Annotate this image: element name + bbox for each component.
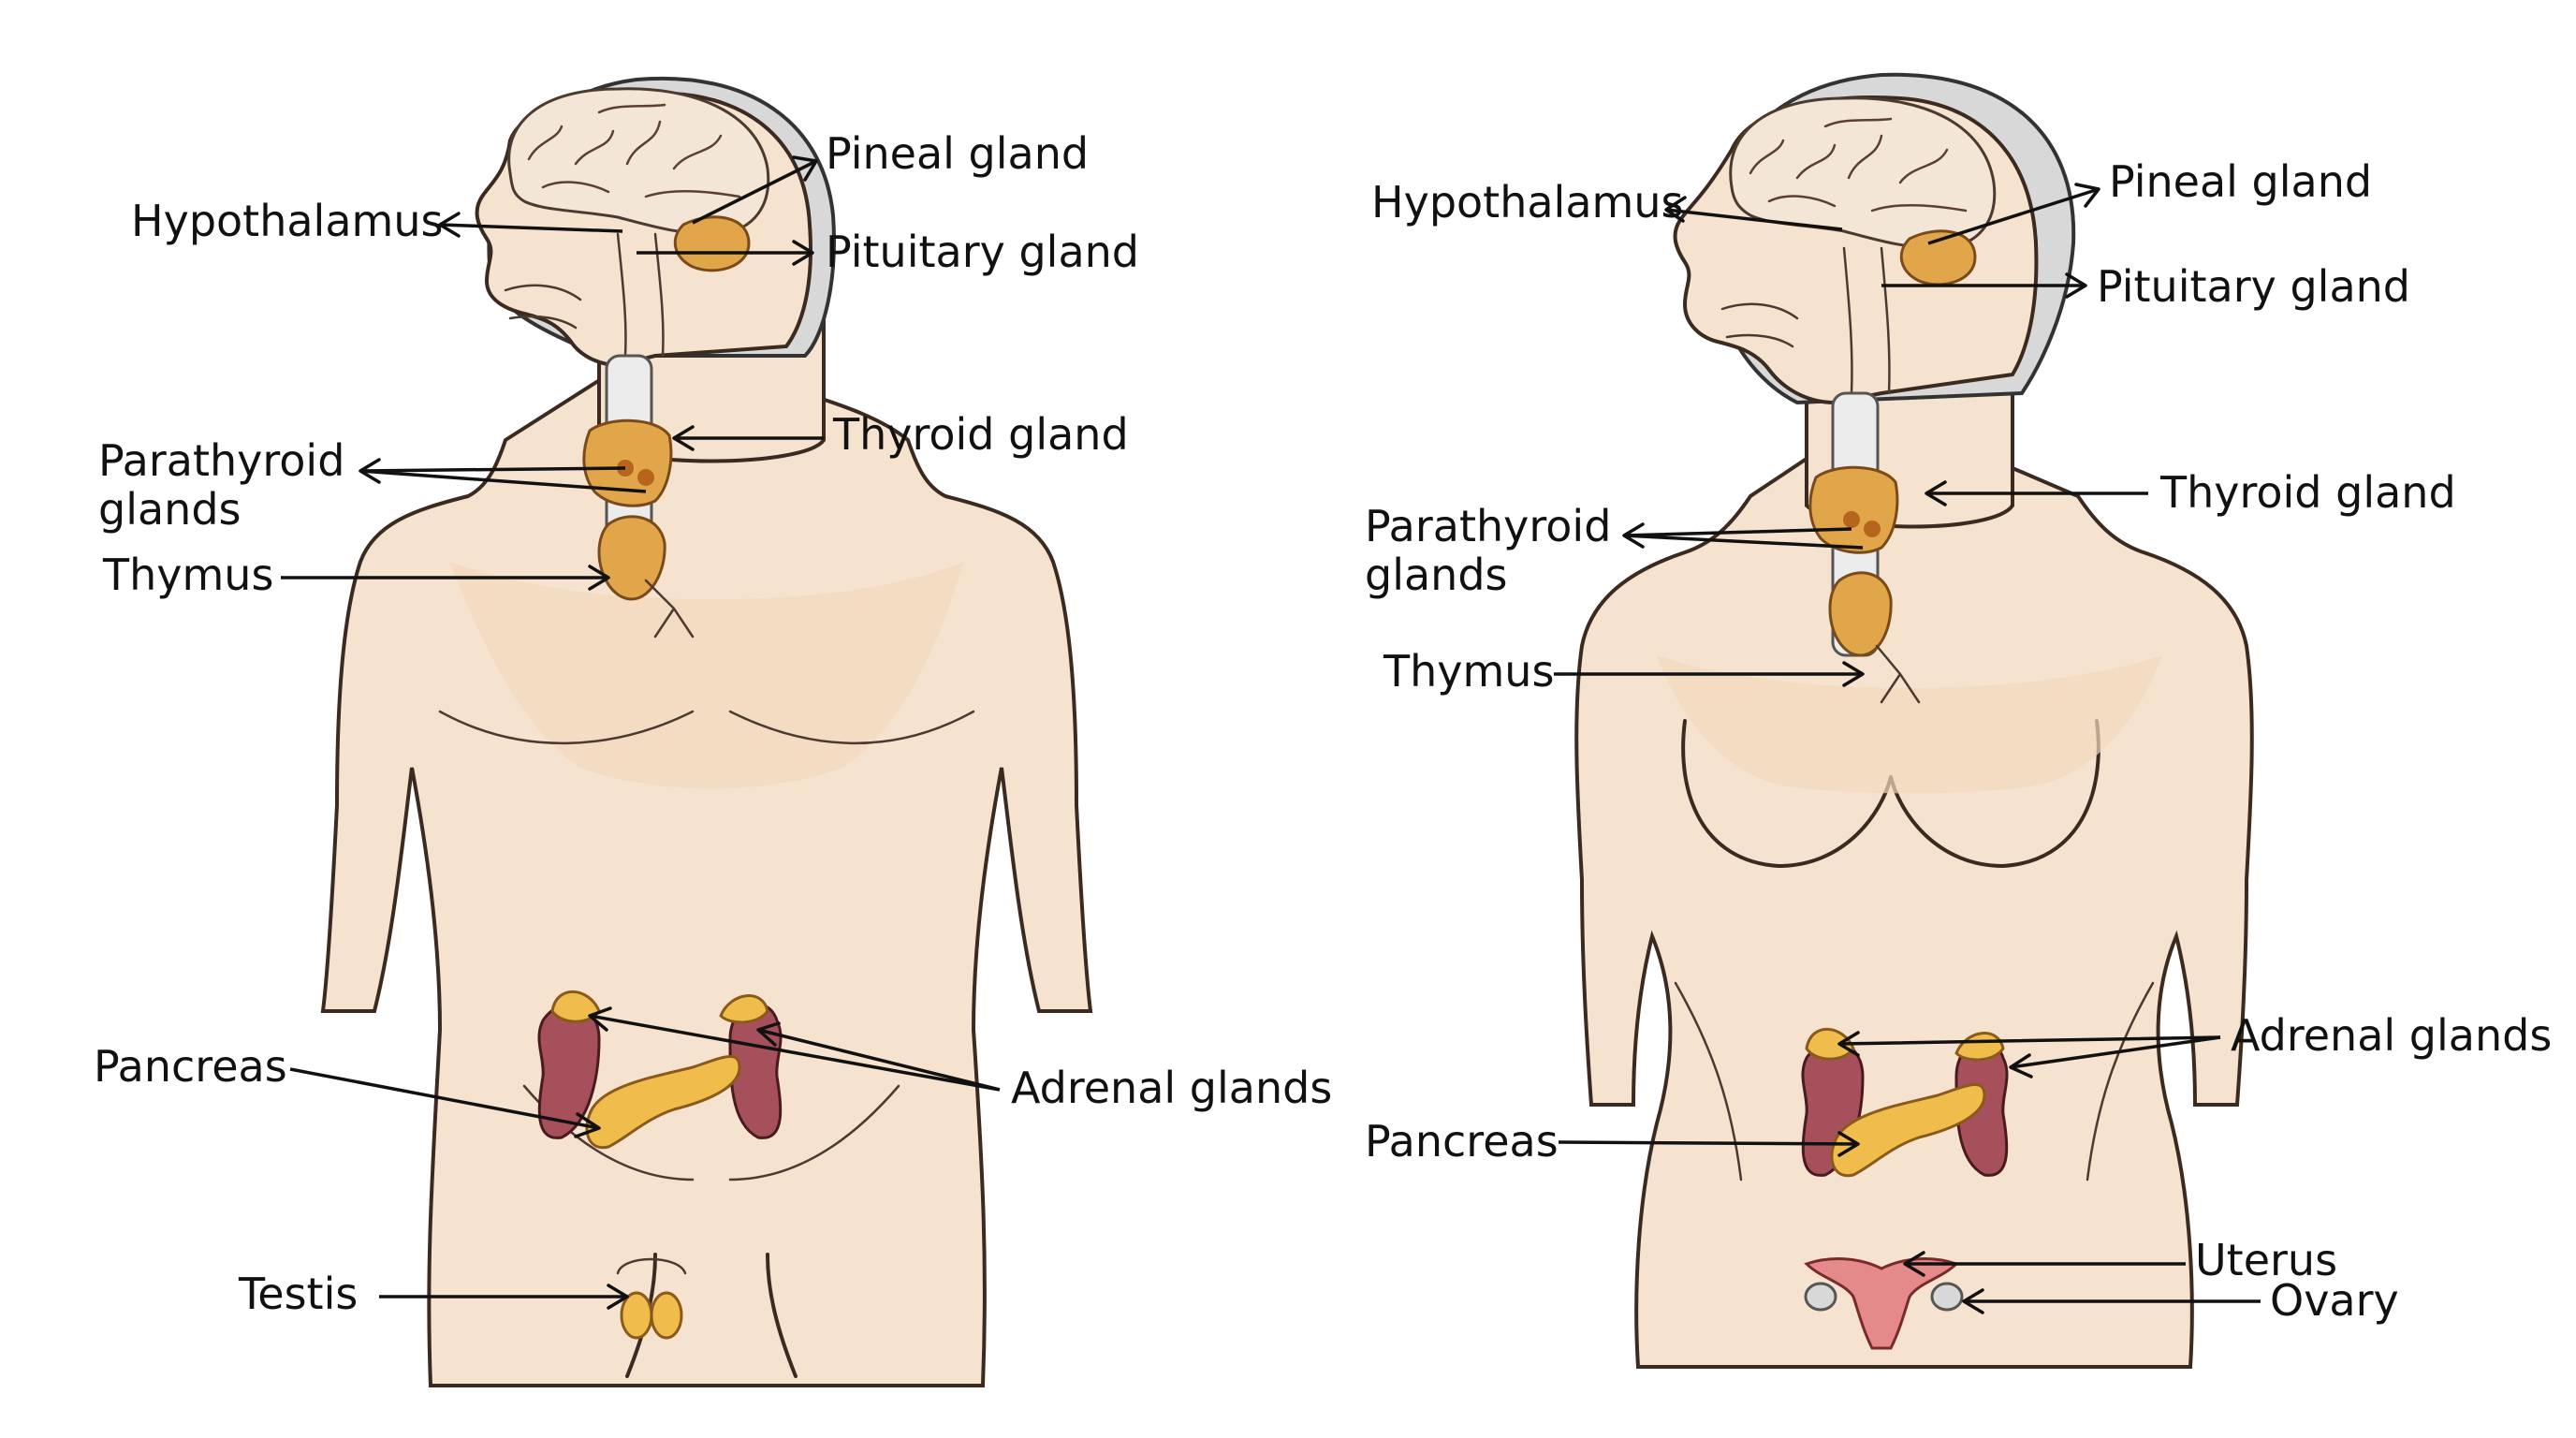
female-ovary-right (1930, 1282, 1964, 1312)
female-arrow-ovary (1962, 1288, 1984, 1314)
male-chest-line (438, 710, 695, 744)
male-leader-parathyroid (359, 466, 647, 493)
male-leader-hypothalamus (439, 223, 623, 233)
female-body-shading (1657, 655, 2162, 794)
female-label-thyroid: Thyroid gland (2159, 467, 2456, 518)
male-thymus (597, 515, 666, 601)
female-arrow-thymus (1842, 661, 1865, 687)
female-arrow-thyroid (1925, 480, 1947, 506)
female-parathyroid-2 (1864, 521, 1881, 537)
male-bronchi (644, 579, 695, 638)
female-arrow-parathyroid (1622, 522, 1645, 549)
male-brain (507, 87, 770, 236)
male-label-hypothalamus: Hypothalamus (131, 196, 443, 246)
male-parathyroid-2 (637, 469, 654, 486)
female-mouth (1720, 302, 1799, 348)
male-pancreas (585, 1054, 741, 1150)
female-label-ovary: Ovary (2270, 1275, 2399, 1326)
female-body-outline (1574, 438, 2254, 1369)
male-testis-right (650, 1291, 683, 1340)
male-hip-line-2 (728, 1084, 900, 1181)
female-waist-line-2 (2086, 981, 2155, 1181)
male-figure (320, 76, 1093, 1387)
male-leader-adrenal (589, 1014, 1001, 1092)
male-leader-pancreas (289, 1067, 600, 1130)
male-arrow-testis (607, 1284, 629, 1310)
male-label-adrenal: Adrenal glands (1011, 1063, 1332, 1113)
male-leader-pineal (692, 159, 817, 225)
female-label-parathyroid-2: glands (1365, 550, 1508, 600)
male-arrow-pituitary (792, 240, 814, 266)
female-label-uterus: Uterus (2195, 1235, 2337, 1285)
female-figure (1574, 72, 2254, 1369)
male-arrow-pancreas (574, 1112, 601, 1138)
female-arrow-pituitary (2065, 272, 2087, 299)
male-arrow-pineal (792, 155, 818, 182)
male-arrow-thymus (588, 565, 610, 591)
female-leader-adrenal (1838, 1035, 2221, 1069)
male-label-parathyroid-2: glands (98, 484, 242, 535)
female-waist-line (1674, 981, 1743, 1181)
female-label-pineal: Pineal gland (2109, 156, 2372, 207)
male-brain-folds (527, 103, 741, 198)
female-leader-hypothalamus (1665, 208, 1843, 231)
male-body-shading (449, 562, 964, 789)
male-label-pituitary: Pituitary gland (826, 227, 1139, 277)
male-label-testis: Testis (238, 1269, 358, 1319)
female-label-thymus: Thymus (1383, 646, 1554, 697)
female-arrow-adrenal-left (1837, 1031, 1860, 1057)
female-arrow-adrenal-right (2009, 1053, 2033, 1078)
male-label-parathyroid-1: Parathyroid (98, 435, 344, 486)
male-cerebellum (673, 215, 751, 272)
female-uterus (1804, 1257, 1959, 1350)
female-label-parathyroid-1: Parathyroid (1365, 501, 1611, 551)
female-thyroid (1808, 465, 1899, 554)
female-leader-pancreas (1558, 1140, 1859, 1146)
female-cerebellum (1899, 229, 1977, 286)
female-labels: Hypothalamus Pineal gland Pituitary glan… (1365, 156, 2552, 1326)
male-arrow-hypothalamus (438, 212, 461, 238)
male-arrow-adrenal-right (756, 1021, 781, 1047)
male-chest-line-2 (728, 710, 975, 745)
female-airway (1842, 246, 1891, 395)
female-parathyroid-1 (1843, 511, 1860, 528)
male-body-outline (320, 373, 1093, 1387)
female-leader-parathyroid (1623, 527, 1864, 550)
female-ovary-left (1804, 1282, 1837, 1312)
female-leader-pineal (1927, 187, 2100, 245)
female-arrow-hypothalamus (1664, 196, 1687, 223)
female-pancreas (1830, 1082, 1986, 1178)
male-label-pancreas: Pancreas (94, 1041, 287, 1092)
female-adrenal-left (1805, 1027, 1855, 1061)
female-label-pancreas: Pancreas (1365, 1116, 1559, 1167)
male-adrenal-right (719, 994, 769, 1024)
male-testis-left (620, 1291, 653, 1340)
female-brain-folds (1749, 117, 1968, 213)
female-bronchi (1875, 644, 1921, 704)
female-label-pituitary: Pituitary gland (2097, 261, 2410, 312)
female-arrow-pineal (2074, 183, 2100, 208)
male-arrow-thyroid (672, 425, 695, 451)
male-mouth (504, 284, 582, 330)
male-arrow-adrenal-left (588, 1006, 612, 1032)
male-label-thyroid: Thyroid gland (832, 409, 1129, 460)
male-label-pineal: Pineal gland (826, 128, 1089, 179)
male-arrow-parathyroid (359, 458, 381, 484)
male-labels: Pineal gland Hypothalamus Pituitary glan… (94, 128, 1332, 1319)
female-arrow-uterus (1903, 1251, 1925, 1277)
male-label-thymus: Thymus (102, 550, 273, 600)
female-arrow-pancreas (1837, 1131, 1860, 1157)
female-thymus (1828, 571, 1893, 657)
female-label-hypothalamus: Hypothalamus (1371, 177, 1683, 227)
female-label-adrenal: Adrenal glands (2231, 1010, 2552, 1061)
male-airway (616, 232, 665, 358)
male-genital-outline (616, 1257, 687, 1275)
